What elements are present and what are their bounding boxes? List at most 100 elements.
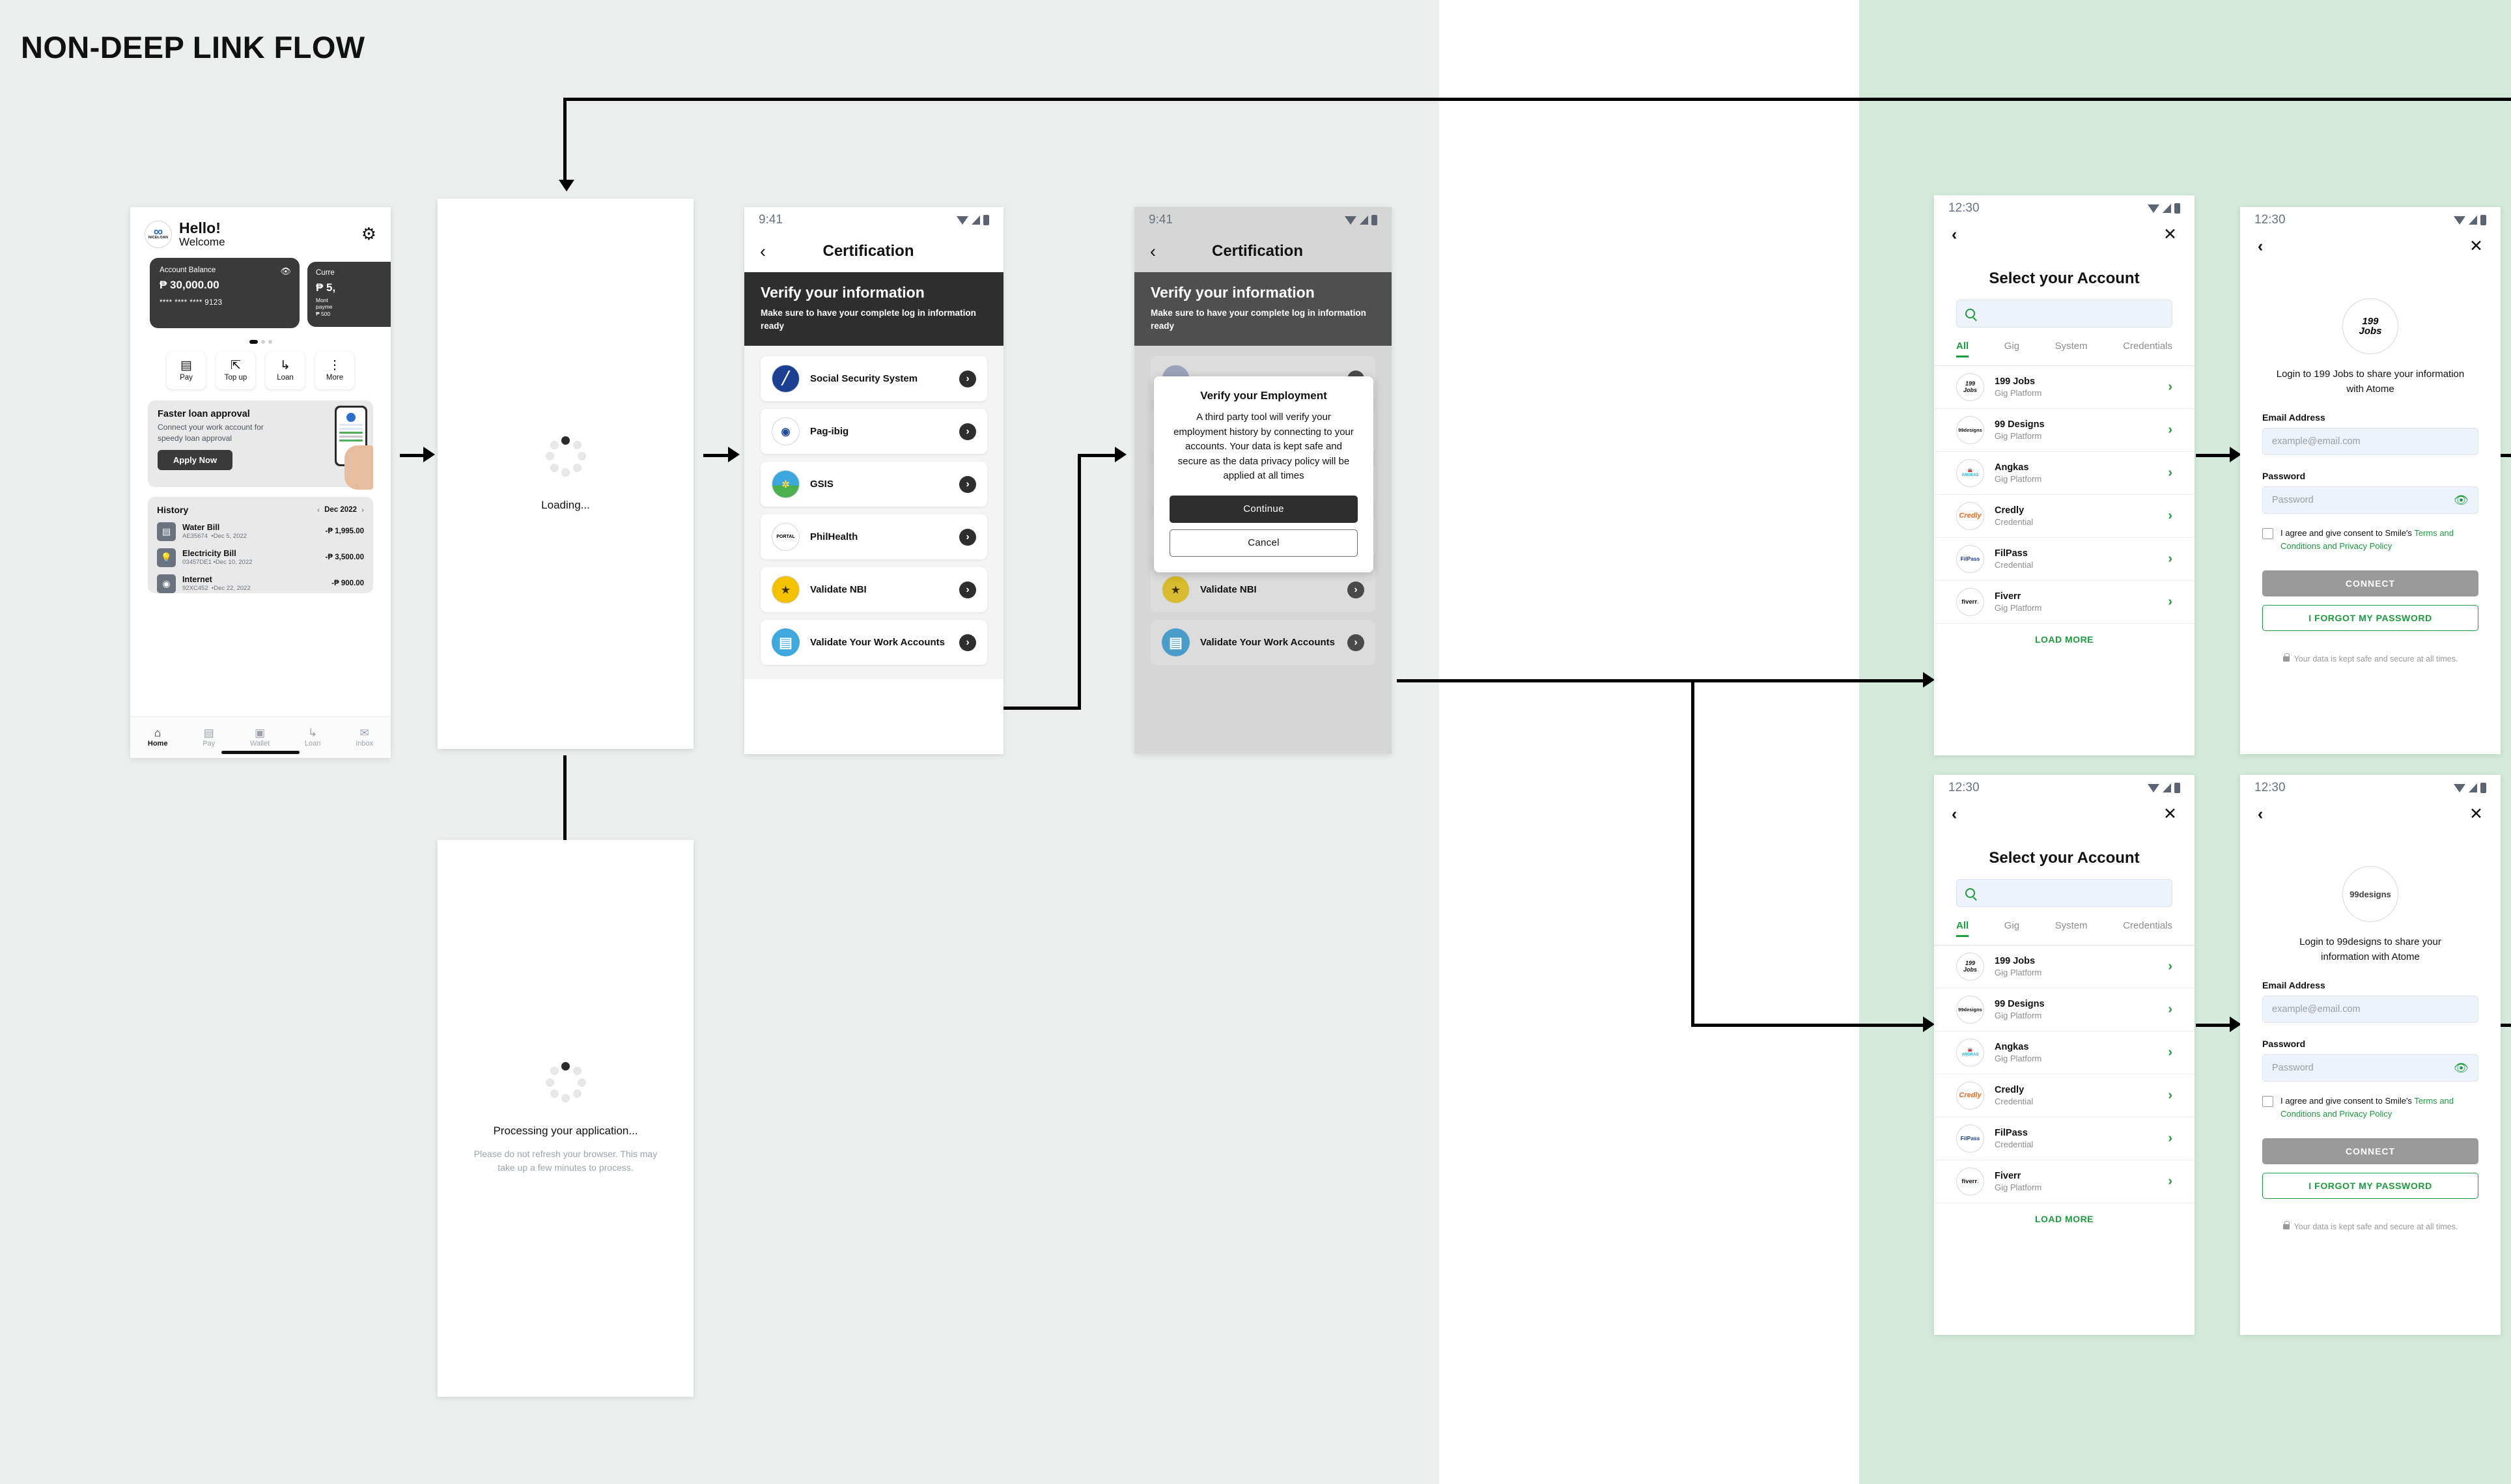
chevron-right-icon[interactable]: › xyxy=(959,634,976,651)
eye-icon[interactable]: 👁 xyxy=(280,266,291,276)
list-item-fiverr[interactable]: fiverr. Fiverr Gig Platform › xyxy=(1934,1160,2195,1203)
list-item-filpass[interactable]: FilPass FilPass Credential › xyxy=(1934,1117,2195,1160)
cert-item-sss[interactable]: ╱ Social Security System › xyxy=(761,356,987,402)
back-icon[interactable]: ‹ xyxy=(1150,242,1156,261)
chevron-left-icon[interactable]: ‹ xyxy=(317,505,320,514)
list-item-credly[interactable]: Credly Credly Credential › xyxy=(1934,495,2195,538)
chevron-right-icon[interactable]: › xyxy=(2168,466,2172,480)
search-input[interactable] xyxy=(1956,300,2172,328)
cert-item-work-accounts[interactable]: ▤ Validate Your Work Accounts › xyxy=(761,620,987,665)
connect-button[interactable]: CONNECT xyxy=(2262,570,2478,596)
chevron-right-icon[interactable]: › xyxy=(1347,634,1364,651)
list-item-fiverr[interactable]: fiverr. Fiverr Gig Platform › xyxy=(1934,581,2195,624)
consent-checkbox[interactable] xyxy=(2262,528,2273,539)
tab-credentials[interactable]: Credentials xyxy=(2123,920,2172,931)
email-field[interactable]: example@email.com xyxy=(2262,428,2478,455)
search-input[interactable] xyxy=(1956,879,2172,907)
load-more-button[interactable]: LOAD MORE xyxy=(2034,1214,2094,1224)
chevron-right-icon[interactable]: › xyxy=(2168,595,2172,609)
tab-all[interactable]: All xyxy=(1956,920,1969,937)
chevron-right-icon[interactable]: › xyxy=(361,505,364,514)
back-icon[interactable]: ‹ xyxy=(1952,225,1957,244)
tab-inbox[interactable]: ✉ Inbox xyxy=(356,727,373,748)
account-balance-card[interactable]: Account Balance ₱ 30,000.00 **** **** **… xyxy=(150,257,300,328)
list-item-credly[interactable]: Credly Credly Credential › xyxy=(1934,1074,2195,1117)
apply-now-button[interactable]: Apply Now xyxy=(158,450,232,471)
consent-checkbox[interactable] xyxy=(2262,1096,2273,1107)
gear-icon[interactable]: ⚙ xyxy=(361,224,376,244)
cert-item-gsis[interactable]: ✲ GSIS › xyxy=(761,462,987,507)
cert-item-nbi[interactable]: ★ Validate NBI › xyxy=(1151,567,1375,613)
list-item-99designs[interactable]: 99designs 99 Designs Gig Platform › xyxy=(1934,988,2195,1031)
chevron-right-icon[interactable]: › xyxy=(959,423,976,440)
chevron-right-icon[interactable]: › xyxy=(959,370,976,387)
tab-wallet[interactable]: ▣ Wallet xyxy=(250,727,270,748)
email-field[interactable]: example@email.com xyxy=(2262,996,2478,1023)
chevron-right-icon[interactable]: › xyxy=(2168,1174,2172,1188)
cert-item-work-accounts[interactable]: ▤ Validate Your Work Accounts › xyxy=(1151,620,1375,665)
password-field[interactable]: Password 👁 xyxy=(2262,486,2478,514)
chevron-right-icon[interactable]: › xyxy=(2168,1088,2172,1102)
password-field[interactable]: Password 👁 xyxy=(2262,1054,2478,1082)
back-icon[interactable]: ‹ xyxy=(2258,805,2264,823)
chevron-right-icon[interactable]: › xyxy=(2168,380,2172,394)
forgot-password-button[interactable]: I FORGOT MY PASSWORD xyxy=(2262,605,2478,631)
carousel-dot[interactable] xyxy=(268,339,272,344)
carousel-dot[interactable] xyxy=(260,339,265,344)
list-item-99designs[interactable]: 99designs 99 Designs Gig Platform › xyxy=(1934,409,2195,452)
terms-link[interactable]: Terms and Conditions and Privacy Policy xyxy=(2280,1096,2454,1119)
close-icon[interactable]: ✕ xyxy=(2163,805,2177,823)
quick-action-loan[interactable]: ↳ Loan xyxy=(266,351,305,389)
current-loan-card[interactable]: Curre ₱ 5, Mont payme ₱ 500 xyxy=(307,261,391,327)
back-icon[interactable]: ‹ xyxy=(2258,237,2264,255)
history-row[interactable]: ▤ Water Bill AE35674 •Dec 5, 2022 -₱ 1,9… xyxy=(157,522,364,541)
eye-off-icon[interactable]: 👁 xyxy=(2454,1061,2469,1074)
load-more-button[interactable]: LOAD MORE xyxy=(2034,634,2094,645)
connect-button[interactable]: CONNECT xyxy=(2262,1138,2478,1164)
continue-button[interactable]: Continue xyxy=(1170,495,1358,523)
chevron-right-icon[interactable]: › xyxy=(959,581,976,598)
chevron-right-icon[interactable]: › xyxy=(2168,509,2172,523)
chevron-right-icon[interactable]: › xyxy=(959,528,976,546)
quick-action-more[interactable]: ⋮ More xyxy=(315,351,354,389)
chevron-right-icon[interactable]: › xyxy=(2168,552,2172,566)
back-icon[interactable]: ‹ xyxy=(760,242,766,261)
close-icon[interactable]: ✕ xyxy=(2163,225,2177,244)
chevron-right-icon[interactable]: › xyxy=(2168,959,2172,973)
chevron-right-icon[interactable]: › xyxy=(2168,423,2172,437)
chevron-right-icon[interactable]: › xyxy=(2168,1131,2172,1145)
quick-action-pay[interactable]: ▤ Pay xyxy=(167,351,206,389)
tab-pay[interactable]: ▤ Pay xyxy=(203,727,215,748)
chevron-right-icon[interactable]: › xyxy=(959,475,976,493)
tab-system[interactable]: System xyxy=(2055,920,2088,931)
chevron-right-icon[interactable]: › xyxy=(2168,1002,2172,1016)
carousel-dot[interactable] xyxy=(249,339,258,344)
eye-off-icon[interactable]: 👁 xyxy=(2454,493,2469,507)
carousel-dots[interactable] xyxy=(130,339,391,344)
close-icon[interactable]: ✕ xyxy=(2469,237,2483,255)
history-row[interactable]: ◉ Internet 92XC452 •Dec 22, 2022 -₱ 900.… xyxy=(157,574,364,593)
close-icon[interactable]: ✕ xyxy=(2469,805,2483,823)
tab-all[interactable]: All xyxy=(1956,341,1969,357)
list-item-filpass[interactable]: FilPass FilPass Credential › xyxy=(1934,538,2195,581)
terms-link[interactable]: Terms and Conditions and Privacy Policy xyxy=(2280,528,2454,551)
history-row[interactable]: 💡 Electricity Bill 03457DE1 •Dec 10, 202… xyxy=(157,548,364,567)
tab-credentials[interactable]: Credentials xyxy=(2123,341,2172,352)
chevron-right-icon[interactable]: › xyxy=(1347,581,1364,598)
tab-gig[interactable]: Gig xyxy=(2004,341,2020,352)
cert-item-pagibig[interactable]: ◉ Pag-ibig › xyxy=(761,409,987,455)
forgot-password-button[interactable]: I FORGOT MY PASSWORD xyxy=(2262,1173,2478,1199)
tab-system[interactable]: System xyxy=(2055,341,2088,352)
list-item-angkas[interactable]: 🚘ANGKAS Angkas Gig Platform › xyxy=(1934,1031,2195,1074)
list-item-angkas[interactable]: 🚘ANGKAS Angkas Gig Platform › xyxy=(1934,452,2195,495)
quick-action-topup[interactable]: ⇱ Top up xyxy=(216,351,255,389)
tab-loan[interactable]: ↳ Loan xyxy=(305,727,320,748)
cert-item-nbi[interactable]: ★ Validate NBI › xyxy=(761,567,987,613)
cancel-button[interactable]: Cancel xyxy=(1170,529,1358,557)
cert-item-philhealth[interactable]: PORTAL PhilHealth › xyxy=(761,514,987,560)
tab-gig[interactable]: Gig xyxy=(2004,920,2020,931)
tab-home[interactable]: ⌂ Home xyxy=(148,727,168,748)
back-icon[interactable]: ‹ xyxy=(1952,805,1957,823)
